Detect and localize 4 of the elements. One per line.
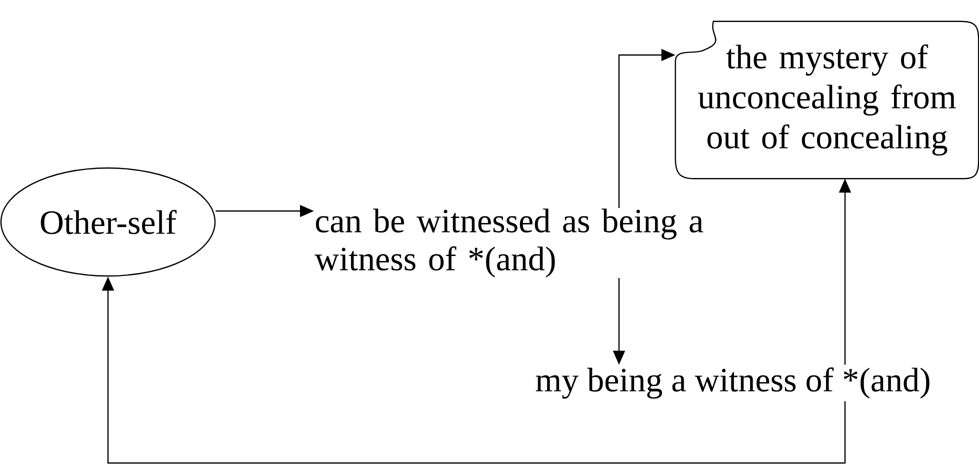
node-text: can be witnessed as being a witness of *(and) — [314, 208, 704, 278]
cloud-box: the mystery of unconcealing from out of concealing — [674, 20, 979, 180]
node-text: my being a witness of *(and) — [536, 367, 930, 399]
ellipse-node: Other-self — [0, 167, 216, 277]
